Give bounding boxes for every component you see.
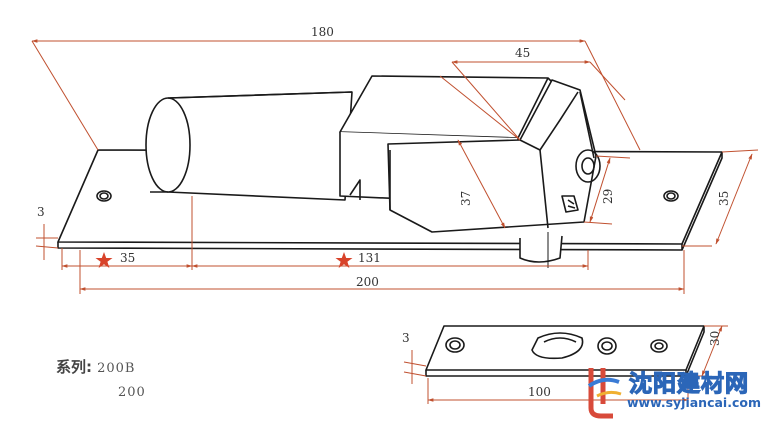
watermark: 沈阳建材网 www.syjiancai.com: [583, 362, 773, 422]
dim-45: 45: [515, 46, 530, 60]
dim-3-strike: 3: [402, 331, 410, 345]
strike-hole-mid: [597, 337, 617, 355]
series-value-2: 200: [118, 385, 146, 400]
strike-hole-right: [650, 339, 668, 353]
lock-body-outline: [57, 75, 723, 268]
strike-dimension-lines: [403, 325, 728, 404]
dim-29: 29: [601, 189, 615, 204]
dim-100: 100: [528, 385, 551, 399]
dim-37: 37: [459, 191, 473, 206]
cylinder-body: [167, 91, 353, 201]
series-block: 系列: 200B 200: [56, 356, 146, 400]
star-mark-131: [335, 252, 353, 268]
dim-30: 30: [708, 331, 722, 346]
dim-35-bottom: 35: [120, 251, 135, 265]
watermark-name: 沈阳建材网: [628, 370, 749, 397]
watermark-url: www.syjiancai.com: [627, 395, 761, 410]
dim-180: 180: [311, 25, 334, 39]
dim-3-left: 3: [37, 205, 45, 219]
lock-bolt: [519, 235, 563, 263]
dim-200: 200: [356, 275, 379, 289]
strike-slot: [531, 332, 584, 360]
strike-hole-left: [445, 337, 465, 353]
series-value-1: 200B: [97, 361, 136, 376]
upper-housing: [339, 75, 549, 139]
plate-hole-left: [96, 190, 112, 202]
dim-35-right: 35: [717, 191, 731, 206]
watermark-logo-icon: [587, 368, 622, 419]
dimension-lines: [31, 39, 759, 294]
series-label: 系列:: [56, 358, 92, 376]
plate-hole-right: [663, 190, 679, 202]
dim-131: 131: [358, 251, 381, 265]
star-mark-35: [95, 252, 113, 268]
